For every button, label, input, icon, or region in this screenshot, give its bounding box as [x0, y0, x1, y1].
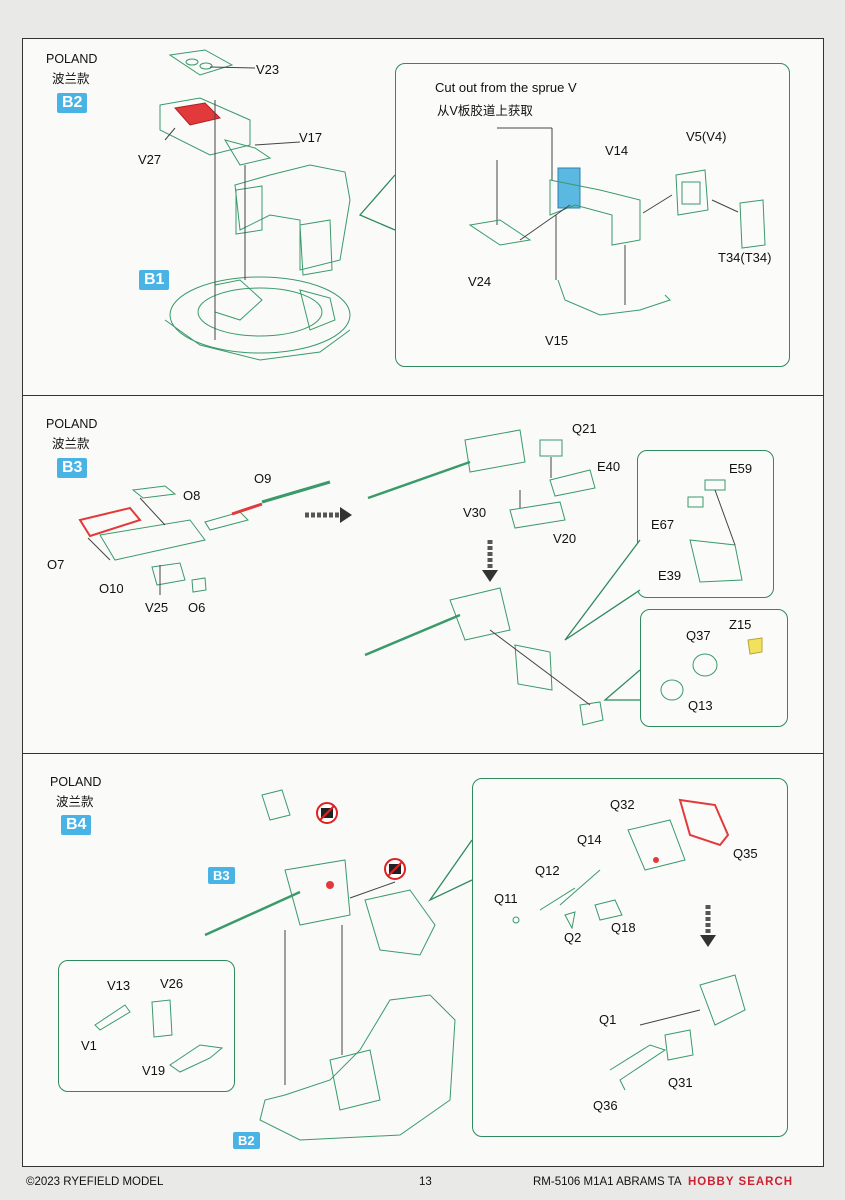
- b3-gun-assembly-right: [367, 429, 596, 529]
- section-b3-country: POLAND: [46, 417, 98, 431]
- part-label-o7: O7: [47, 557, 65, 572]
- sprue-note: Cut out from the sprue V: [435, 80, 577, 95]
- b4-callout-parts: [512, 798, 746, 1091]
- section-b3-country-cn: 波兰款: [52, 437, 90, 451]
- part-label-e40: E40: [597, 459, 621, 474]
- footer-page-number: 13: [419, 1176, 432, 1188]
- part-label-q11: Q11: [494, 891, 518, 906]
- callout-b2: [395, 63, 790, 367]
- callout-tail-b2: [358, 174, 396, 231]
- part-label-o10: O10: [99, 581, 124, 596]
- part-label-v27: V27: [138, 152, 162, 167]
- part-label-v26: V26: [160, 976, 184, 991]
- section-b3-badge: B3: [57, 458, 88, 478]
- footer-watermark: HOBBY SEARCH: [688, 1176, 794, 1188]
- part-label-v15: V15: [545, 333, 569, 348]
- part-label-v17: V17: [299, 130, 323, 145]
- footer-copyright: ©2023 RYEFIELD MODEL: [26, 1176, 164, 1188]
- sub-badge-b1: B1: [139, 270, 170, 290]
- b3-gun-assembly-result: [364, 587, 604, 726]
- b4-left-parts: [94, 999, 224, 1073]
- callout-tail-b3b: [603, 669, 641, 701]
- part-label-q14: Q14: [577, 832, 602, 847]
- part-label-q31: Q31: [668, 1075, 693, 1090]
- part-label-z15: Z15: [729, 617, 752, 632]
- part-label-q1: Q1: [599, 1012, 617, 1027]
- callout-tail-b4: [428, 839, 473, 902]
- section-b4-country: POLAND: [50, 775, 102, 789]
- b2-callout-parts: [468, 127, 766, 316]
- sub-badge-b2: B2: [233, 1132, 260, 1149]
- b3-gun-assembly-left: [78, 480, 331, 595]
- part-label-q2: Q2: [564, 930, 582, 945]
- callout-b4-left: [58, 960, 235, 1092]
- b3-callout-parts: [660, 479, 763, 701]
- part-label-v1: V1: [81, 1038, 97, 1053]
- part-label-v13: V13: [107, 978, 131, 993]
- b2-turret-assembly: [159, 49, 351, 361]
- callout-tail-b3a: [564, 539, 641, 641]
- part-label-o6: O6: [188, 600, 206, 615]
- no-glue-icon: [316, 802, 338, 824]
- part-label-e39: E39: [658, 568, 682, 583]
- part-label-v5: V5(V4): [686, 129, 727, 144]
- part-label-q18: Q18: [611, 920, 636, 935]
- callout-b4-right: [472, 778, 788, 1137]
- callout-b3-lower: [640, 609, 788, 727]
- footer-product: RM-5106 M1A1 ABRAMS TA: [533, 1176, 682, 1188]
- part-label-q37: Q37: [686, 628, 711, 643]
- part-label-v20: V20: [553, 531, 577, 546]
- section-b2-country-cn: 波兰款: [52, 72, 90, 86]
- part-label-v23: V23: [256, 62, 280, 77]
- section-b4-badge: B4: [61, 815, 92, 835]
- part-label-q13: Q13: [688, 698, 713, 713]
- sprue-note-cn: 从V板胶道上获取: [437, 104, 533, 118]
- part-label-e59: E59: [729, 461, 753, 476]
- part-label-v19: V19: [142, 1063, 166, 1078]
- part-label-o9: O9: [254, 471, 272, 486]
- section-b2-badge: B2: [57, 93, 88, 113]
- section-b4-country-cn: 波兰款: [56, 795, 94, 809]
- part-label-v24: V24: [468, 274, 492, 289]
- part-label-q21: Q21: [572, 421, 597, 436]
- part-label-v25: V25: [145, 600, 169, 615]
- part-label-q36: Q36: [593, 1098, 618, 1113]
- part-label-t34: T34(T34): [718, 250, 772, 265]
- section-b2-country: POLAND: [46, 52, 98, 66]
- part-label-q35: Q35: [733, 846, 758, 861]
- sub-badge-b3: B3: [208, 867, 235, 884]
- part-label-o8: O8: [183, 488, 201, 503]
- b4-assembly: [204, 789, 456, 1141]
- part-label-q32: Q32: [610, 797, 635, 812]
- part-label-v14: V14: [605, 143, 629, 158]
- callout-b3-upper: [637, 450, 774, 598]
- part-label-q12: Q12: [535, 863, 560, 878]
- part-label-e67: E67: [651, 517, 675, 532]
- no-glue-icon-2: [384, 858, 406, 880]
- part-label-v30: V30: [463, 505, 487, 520]
